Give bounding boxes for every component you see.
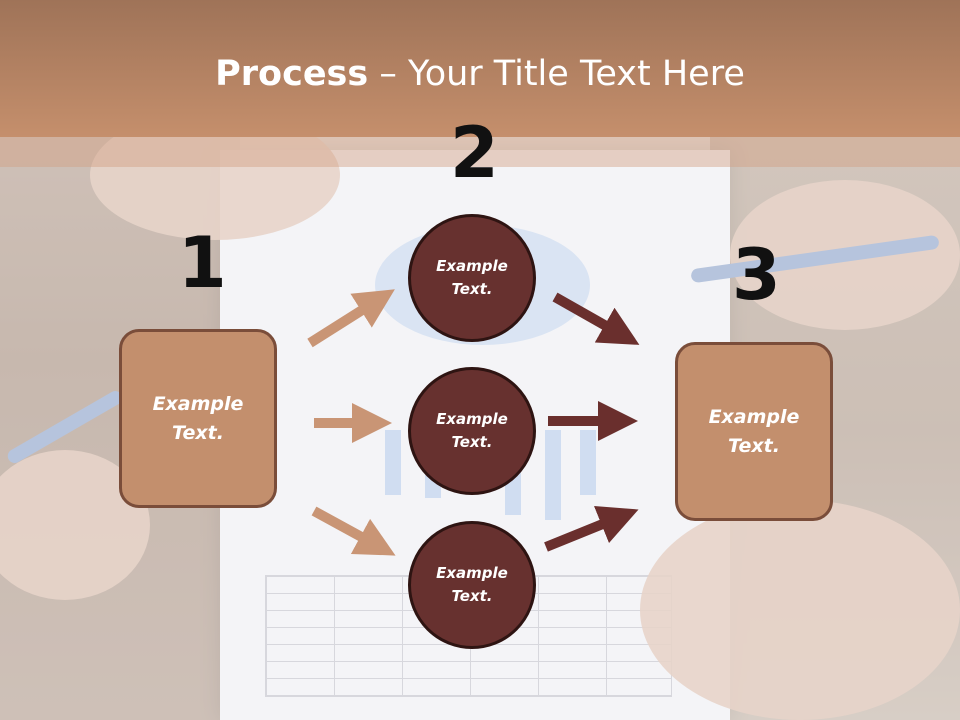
step-1-box[interactable]: Example Text. (119, 329, 277, 508)
circle-middle-label: Example Text. (436, 410, 508, 451)
title-rest: – Your Title Text Here (368, 54, 745, 94)
slide-title[interactable]: Process – Your Title Text Here (0, 52, 960, 96)
step-3-label: Example Text. (708, 405, 800, 457)
bar-image (580, 430, 596, 495)
circle-top-label: Example Text. (436, 257, 508, 298)
title-banner (0, 0, 960, 137)
step-number-1: 1 (178, 222, 227, 304)
step-number-3: 3 (732, 234, 781, 316)
bar-image (385, 430, 401, 495)
arrow-in-top (307, 289, 395, 348)
step-2-circle-middle[interactable]: Example Text. (408, 367, 536, 495)
title-bold: Process (215, 54, 369, 94)
title-banner-band (0, 137, 960, 167)
step-3-box[interactable]: Example Text. (675, 342, 833, 521)
step-2-circle-top[interactable]: Example Text. (408, 214, 536, 342)
circle-bottom-label: Example Text. (436, 564, 508, 605)
step-number-2: 2 (450, 112, 499, 194)
step-1-label: Example Text. (152, 392, 244, 444)
step-2-circle-bottom[interactable]: Example Text. (408, 521, 536, 649)
bar-image (545, 430, 561, 520)
arrow-in-bottom (311, 506, 396, 556)
arrow-out-top (552, 292, 640, 345)
arrow-out-bottom (544, 505, 639, 552)
hand-image (640, 500, 960, 720)
